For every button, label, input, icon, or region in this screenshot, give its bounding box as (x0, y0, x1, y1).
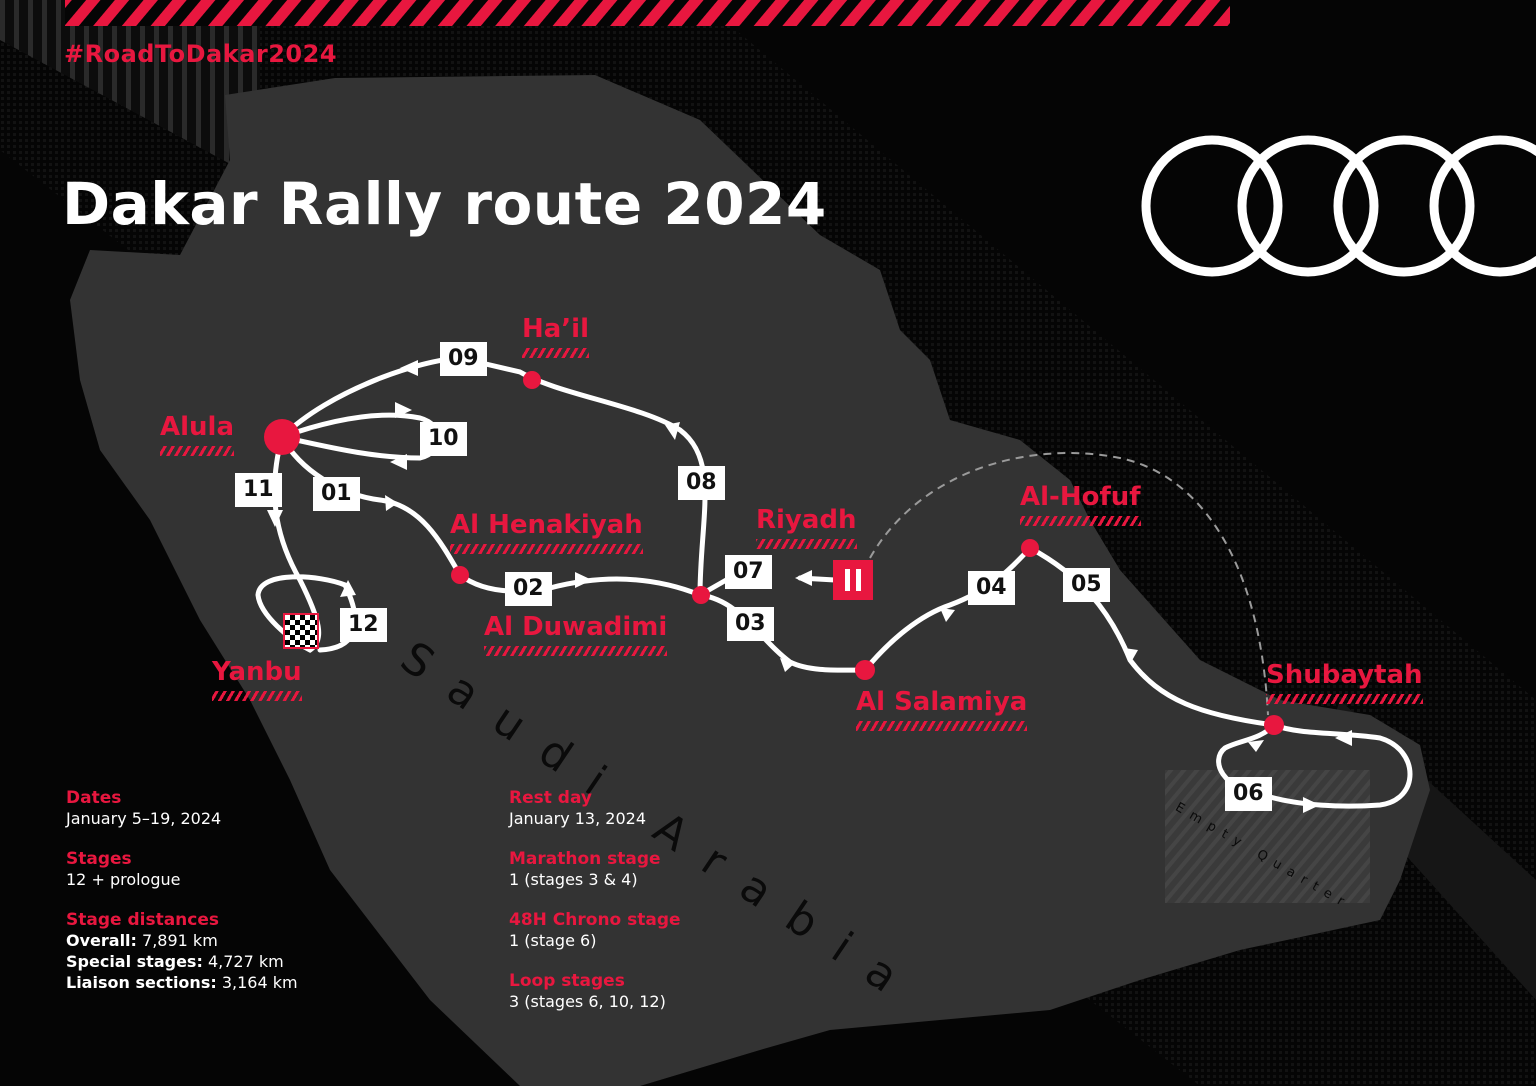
stage-badge-08: 08 (678, 466, 725, 500)
info-label-rest-day: Rest day (509, 788, 592, 808)
stage-badge-07: 07 (725, 555, 772, 589)
info-value-marathon: 1 (stages 3 & 4) (509, 870, 638, 889)
stage-badge-09: 09 (440, 342, 487, 376)
info-value-rest-day: January 13, 2024 (509, 809, 646, 828)
city-label-shubaytah: Shubaytah (1266, 660, 1423, 704)
stage-badge-02: 02 (505, 572, 552, 606)
city-label-al-duwadimi: Al Duwadimi (484, 612, 668, 656)
city-label-hail: Ha’il (522, 314, 590, 358)
info-right: Rest day January 13, 2024 Marathon stage… (509, 788, 809, 1032)
info-label-chrono: 48H Chrono stage (509, 910, 681, 930)
stage-badge-05: 05 (1063, 568, 1110, 602)
info-value-distances: Overall: 7,891 km Special stages: 4,727 … (66, 931, 298, 992)
city-label-al-salamiya: Al Salamiya (856, 687, 1028, 731)
info-value-stages: 12 + prologue (66, 870, 181, 889)
info-label-loop: Loop stages (509, 971, 625, 991)
info-value-loop: 3 (stages 6, 10, 12) (509, 992, 666, 1011)
stage-badge-12: 12 (340, 608, 387, 642)
city-label-al-henakiyah: Al Henakiyah (450, 510, 643, 554)
audi-four-rings-icon (1141, 135, 1536, 277)
stage-badge-04: 04 (968, 571, 1015, 605)
city-label-riyadh: Riyadh (756, 505, 857, 549)
info-value-chrono: 1 (stage 6) (509, 931, 597, 950)
info-label-stages: Stages (66, 849, 132, 869)
info-left: Dates January 5–19, 2024 Stages 12 + pro… (66, 788, 386, 993)
pause-icon (833, 560, 873, 600)
info-label-dates: Dates (66, 788, 122, 808)
info-label-distances: Stage distances (66, 910, 219, 930)
city-label-yanbu: Yanbu (212, 657, 302, 701)
checkered-flag-icon (283, 613, 319, 649)
info-label-marathon: Marathon stage (509, 849, 661, 869)
stage-badge-11: 11 (235, 473, 282, 507)
stage-badge-06: 06 (1225, 777, 1272, 811)
info-value-dates: January 5–19, 2024 (66, 809, 222, 828)
stage-badge-10: 10 (420, 422, 467, 456)
stage-badge-03: 03 (727, 607, 774, 641)
alula-marker (264, 419, 300, 455)
city-label-al-hofuf: Al-Hofuf (1020, 482, 1141, 526)
stage-badge-01: 01 (313, 477, 360, 511)
page-title: Dakar Rally route 2024 (62, 170, 827, 238)
city-label-alula: Alula (160, 412, 235, 456)
hashtag: #RoadToDakar2024 (64, 40, 338, 68)
